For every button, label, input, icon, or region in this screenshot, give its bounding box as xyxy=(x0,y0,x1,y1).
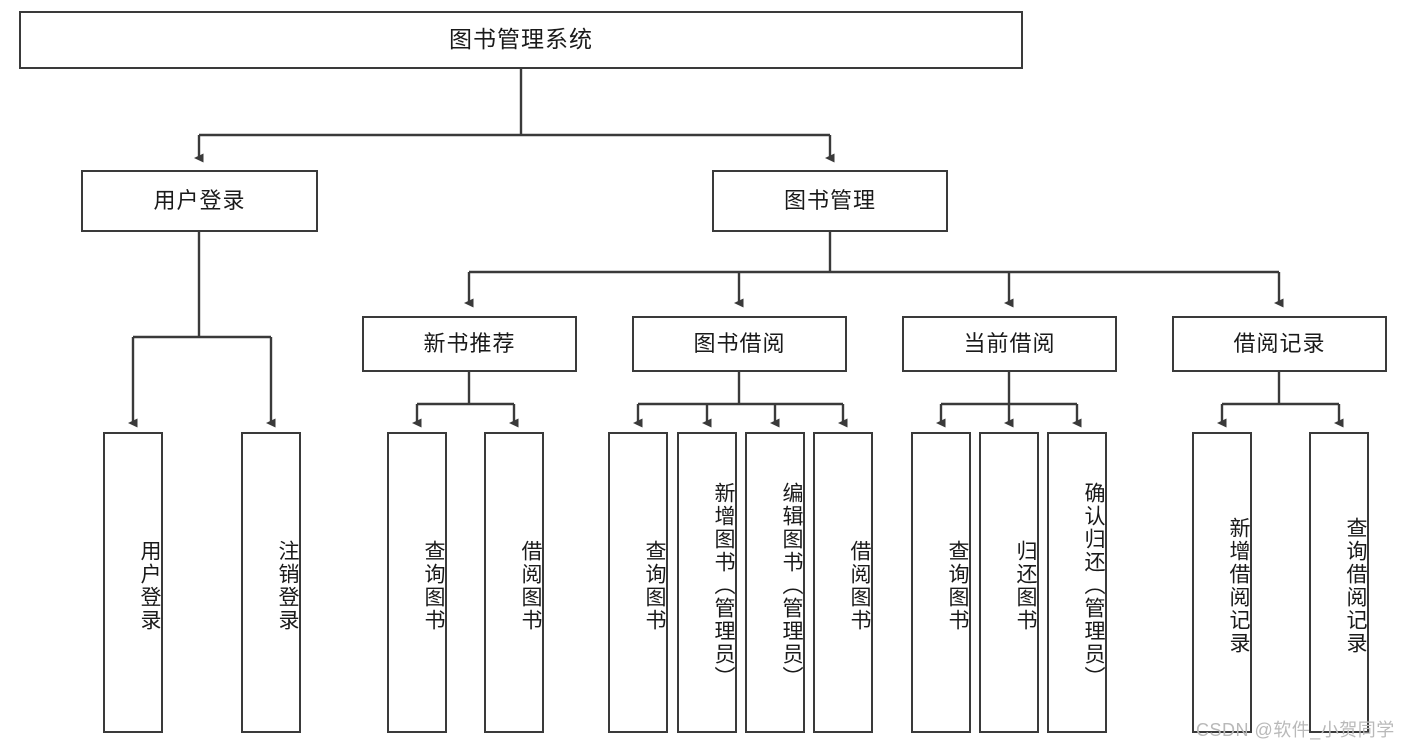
connector-current-borrow-to-leaves xyxy=(936,372,1082,428)
node-label: 查询图书 xyxy=(422,539,445,632)
connector-borrow-record-to-leaves xyxy=(1217,372,1344,428)
node-label: 新增图书（管理员） xyxy=(712,482,735,689)
node-current-borrow[interactable]: 当前借阅 xyxy=(902,316,1117,372)
node-new-book-recommend[interactable]: 新书推荐 xyxy=(362,316,577,372)
connector-user-login-to-leaves xyxy=(128,232,276,428)
node-leaf-add-book[interactable]: 新增图书（管理员） xyxy=(677,432,737,733)
connector-book-borrow-to-leaves xyxy=(633,372,848,428)
node-label: 借阅图书 xyxy=(848,539,871,632)
node-leaf-borrow-book-2[interactable]: 借阅图书 xyxy=(813,432,873,733)
node-label: 编辑图书（管理员） xyxy=(780,482,803,689)
node-label: 借阅图书 xyxy=(519,539,542,632)
node-leaf-edit-book[interactable]: 编辑图书（管理员） xyxy=(745,432,805,733)
node-leaf-user-login[interactable]: 用户登录 xyxy=(103,432,163,733)
node-leaf-query-book-1[interactable]: 查询图书 xyxy=(387,432,447,733)
node-label: 查询图书 xyxy=(946,539,969,632)
node-borrow-record[interactable]: 借阅记录 xyxy=(1172,316,1387,372)
node-leaf-borrow-book-1[interactable]: 借阅图书 xyxy=(484,432,544,733)
node-leaf-user-logout[interactable]: 注销登录 xyxy=(241,432,301,733)
connector-new-book-recommend-to-leaves xyxy=(412,372,519,428)
node-label: 确认归还（管理员） xyxy=(1082,482,1105,689)
node-label: 归还图书 xyxy=(1014,539,1037,632)
node-label: 注销登录 xyxy=(276,539,299,632)
node-root-system[interactable]: 图书管理系统 xyxy=(19,11,1023,69)
node-label: 查询图书 xyxy=(643,539,666,632)
node-leaf-return-book[interactable]: 归还图书 xyxy=(979,432,1039,733)
node-label: 新增借阅记录 xyxy=(1227,516,1250,655)
csdn-watermark: CSDN @软件_小贺同学 xyxy=(1196,720,1395,740)
node-leaf-add-borrow-record[interactable]: 新增借阅记录 xyxy=(1192,432,1252,733)
node-leaf-query-book-2[interactable]: 查询图书 xyxy=(608,432,668,733)
node-label: 用户登录 xyxy=(138,539,161,632)
node-book-management[interactable]: 图书管理 xyxy=(712,170,948,232)
node-book-borrow[interactable]: 图书借阅 xyxy=(632,316,847,372)
node-user-login[interactable]: 用户登录 xyxy=(81,170,318,232)
connector-root-to-level2 xyxy=(194,69,835,163)
node-leaf-query-book-3[interactable]: 查询图书 xyxy=(911,432,971,733)
node-label: 查询借阅记录 xyxy=(1344,516,1367,655)
connector-book-management-to-level3 xyxy=(464,232,1284,308)
node-leaf-query-borrow-record[interactable]: 查询借阅记录 xyxy=(1309,432,1369,733)
node-leaf-confirm-return[interactable]: 确认归还（管理员） xyxy=(1047,432,1107,733)
